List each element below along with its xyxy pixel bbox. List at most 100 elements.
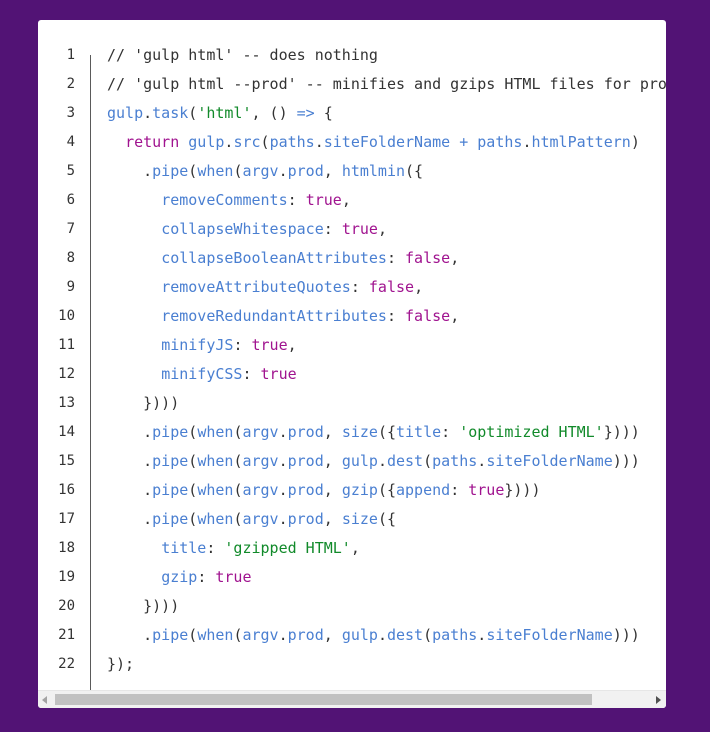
- code-token: .: [278, 626, 288, 644]
- code-line: // 'gulp html --prod' -- minifies and gz…: [107, 70, 666, 99]
- line-number: 3: [66, 105, 75, 121]
- code-token: removeRedundantAttributes: [161, 307, 387, 325]
- code-line: }))): [107, 389, 666, 418]
- line-number: 8: [66, 250, 75, 266]
- code-token: ,: [323, 452, 342, 470]
- code-token: .: [143, 104, 153, 122]
- code-token: pipe: [152, 510, 189, 528]
- code-token: true: [215, 568, 252, 586]
- code-token: minifyJS: [161, 336, 234, 354]
- code-token: (: [188, 162, 198, 180]
- code-token: [107, 220, 161, 238]
- code-token: gulp: [341, 452, 378, 470]
- code-token: .: [278, 510, 288, 528]
- code-token: true: [305, 191, 342, 209]
- code-token: gulp: [107, 104, 144, 122]
- code-token: ,: [450, 307, 460, 325]
- code-token: :: [287, 191, 306, 209]
- code-token: argv: [242, 423, 279, 441]
- code-token: pipe: [152, 481, 189, 499]
- code-line: removeComments: true,: [107, 186, 666, 215]
- line-number: 22: [58, 656, 75, 672]
- code-token: true: [468, 481, 505, 499]
- code-token: });: [107, 655, 135, 673]
- code-token: [107, 336, 161, 354]
- line-number: 15: [58, 453, 75, 469]
- code-token: (: [233, 162, 243, 180]
- line-number: 9: [66, 279, 75, 295]
- code-line: gulp.task('html', () => {: [107, 99, 666, 128]
- scrollbar-thumb[interactable]: [55, 694, 592, 705]
- code-token: argv: [242, 510, 279, 528]
- code-token: ,: [323, 481, 342, 499]
- code-token: (: [188, 104, 198, 122]
- line-number: 14: [58, 424, 75, 440]
- code-token: .: [107, 510, 153, 528]
- line-number: 5: [66, 163, 75, 179]
- code-token: ,: [323, 162, 342, 180]
- code-token: }))): [603, 423, 640, 441]
- code-token: .: [477, 452, 487, 470]
- code-line: collapseWhitespace: true,: [107, 215, 666, 244]
- code-token: ,: [323, 423, 342, 441]
- code-token: // 'gulp html --prod' -- minifies and gz…: [107, 75, 666, 93]
- line-number: 17: [58, 511, 75, 527]
- code-token: [107, 191, 161, 209]
- code-token: (: [233, 423, 243, 441]
- code-token: +: [450, 133, 478, 151]
- line-number: 4: [66, 134, 75, 150]
- code-token: (: [188, 626, 198, 644]
- code-token: collapseBooleanAttributes: [161, 249, 387, 267]
- code-token: [107, 307, 161, 325]
- code-token: pipe: [152, 162, 189, 180]
- code-token: title: [396, 423, 442, 441]
- code-line: collapseBooleanAttributes: false,: [107, 244, 666, 273]
- line-number: 7: [66, 221, 75, 237]
- code-token: (: [188, 481, 198, 499]
- code-token: pipe: [152, 626, 189, 644]
- code-token: size: [341, 423, 378, 441]
- code-token: ,: [287, 336, 297, 354]
- line-number: 16: [58, 482, 75, 498]
- code-token: .: [107, 162, 153, 180]
- code-token: :: [323, 220, 342, 238]
- code-line: return gulp.src(paths.siteFolderName + p…: [107, 128, 666, 157]
- code-token: (: [188, 423, 198, 441]
- code-token: [107, 568, 161, 586]
- arrow-right-icon[interactable]: [656, 696, 661, 704]
- code-token: ({: [377, 481, 396, 499]
- code-token: (: [423, 452, 433, 470]
- code-token: removeComments: [161, 191, 288, 209]
- arrow-left-icon[interactable]: [42, 696, 47, 704]
- code-token: (: [423, 626, 433, 644]
- code-token: (: [260, 133, 270, 151]
- code-token: .: [224, 133, 234, 151]
- code-token: siteFolderName: [323, 133, 451, 151]
- code-token: .: [278, 481, 288, 499]
- code-token: .: [477, 626, 487, 644]
- code-token: gzip: [161, 568, 198, 586]
- code-token: .: [377, 626, 387, 644]
- code-token: ))): [612, 452, 640, 470]
- code-line: // 'gulp html' -- does nothing: [107, 41, 666, 70]
- line-number: 1: [66, 47, 75, 63]
- code-token: collapseWhitespace: [161, 220, 324, 238]
- code-line: removeAttributeQuotes: false,: [107, 273, 666, 302]
- code-token: pipe: [152, 423, 189, 441]
- code-token: title: [161, 539, 207, 557]
- code-token: when: [197, 423, 234, 441]
- code-token: [107, 249, 161, 267]
- code-token: ,: [350, 539, 360, 557]
- code-token: true: [341, 220, 378, 238]
- code-token: when: [197, 481, 234, 499]
- code-token: [107, 133, 125, 151]
- code-token: ))): [612, 626, 640, 644]
- code-token: false: [405, 249, 451, 267]
- line-number: 20: [58, 598, 75, 614]
- code-token: }))): [107, 597, 180, 615]
- code-token: 'html': [197, 104, 252, 122]
- horizontal-scrollbar[interactable]: [38, 690, 666, 708]
